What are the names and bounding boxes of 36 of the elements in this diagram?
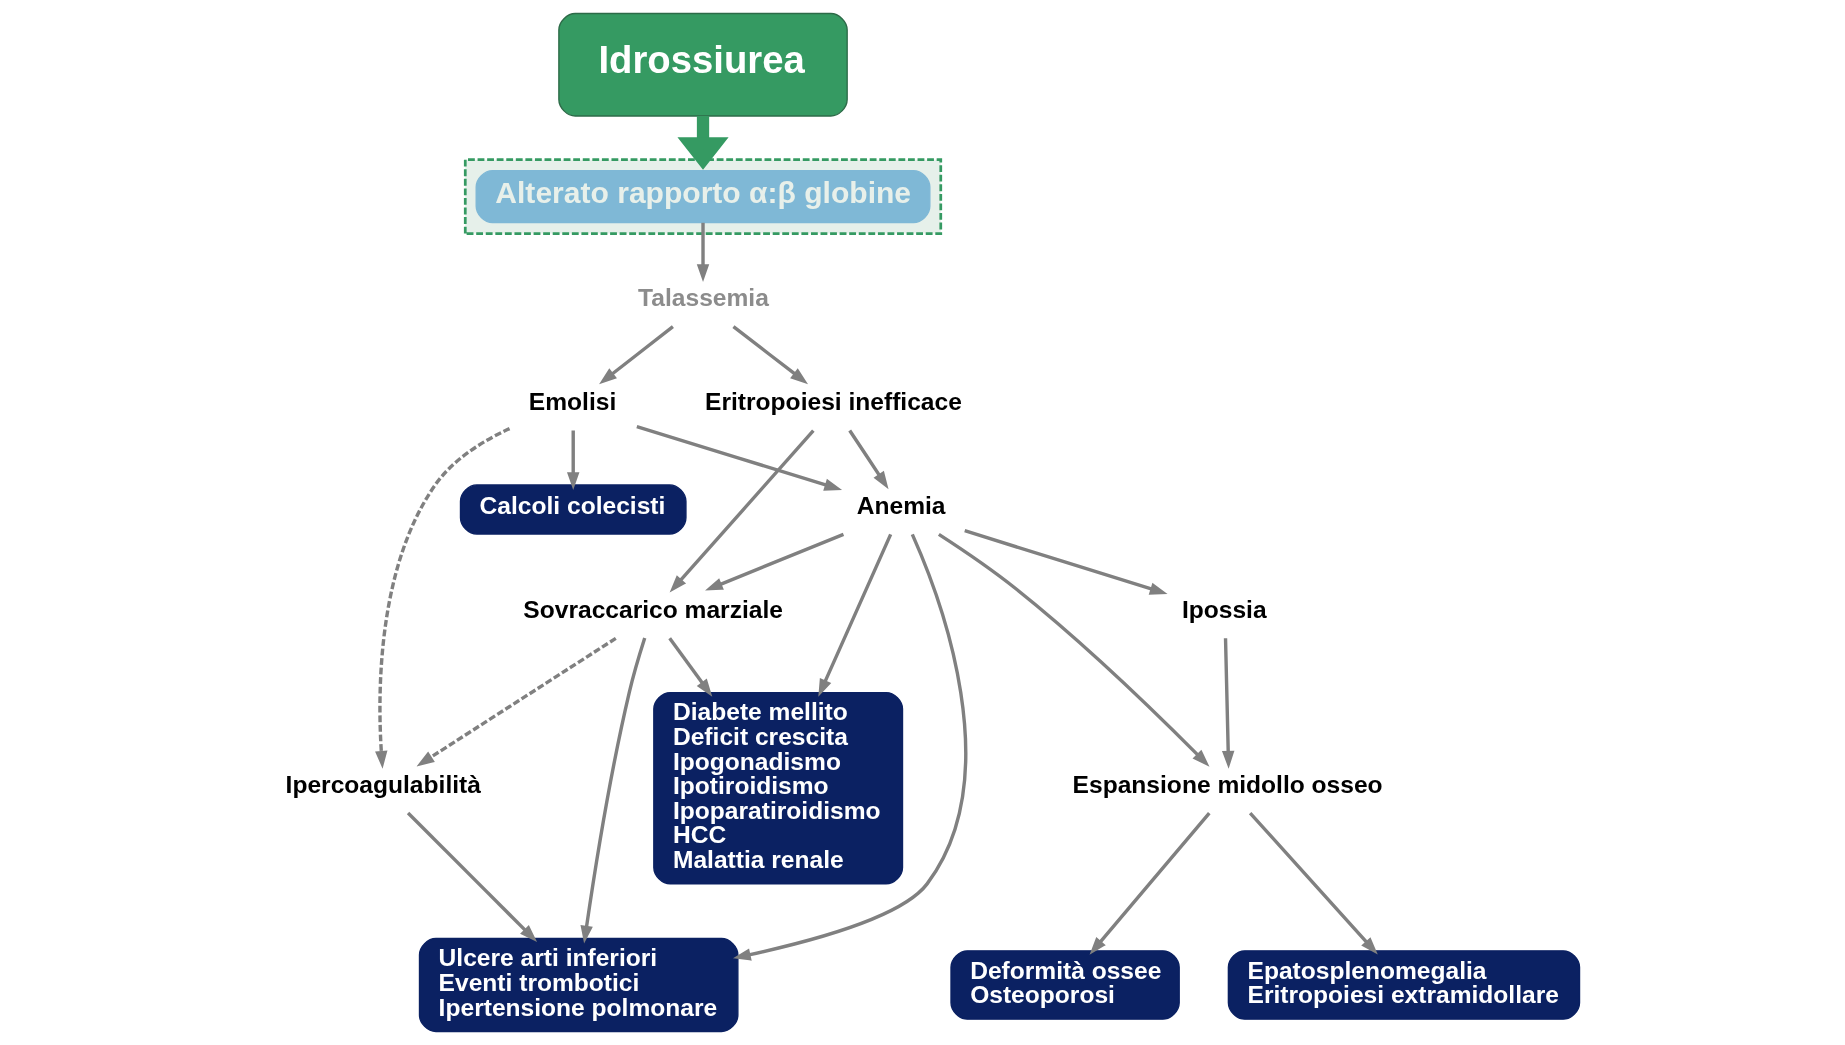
node-box: Alterato rapporto α:β globine <box>475 169 930 224</box>
arrow <box>635 425 842 491</box>
arrow <box>937 532 1209 767</box>
arrow <box>847 429 889 490</box>
arrow <box>963 529 1168 595</box>
arrow <box>731 325 808 385</box>
node-text: Espansione midollo osseo <box>1072 770 1383 798</box>
arrow <box>1089 811 1211 955</box>
node-text: Ipercoagulabilità <box>285 770 481 798</box>
cluster <box>463 158 942 235</box>
node-text: Eritropoiesi inefficace <box>704 388 962 416</box>
arrow <box>374 427 510 769</box>
arrow <box>669 429 815 593</box>
arrow <box>1248 811 1378 955</box>
arrow <box>817 533 892 697</box>
arrow <box>732 533 967 961</box>
arrow <box>704 532 844 591</box>
node-box: Ulcere arti inferiori Eventi trombotici Ipertensione polmonare <box>418 937 739 1033</box>
node-box: Calcoli colecisti <box>459 484 687 535</box>
arrow <box>696 222 709 283</box>
arrow <box>1221 638 1234 769</box>
arrow <box>598 325 674 385</box>
node-box: Diabete mellito Deficit crescita Ipogonadismo Ipotiroidismo Ipoparatiroidismo HCC Malattia renale <box>652 691 903 885</box>
node-text: Anemia <box>856 492 946 520</box>
arrow <box>406 811 537 943</box>
node-box: Epatosplenomegalia Eritropoiesi extramidollare <box>1227 950 1580 1020</box>
node-text: Sovraccarico marziale <box>522 596 783 624</box>
node-text: Ipossia <box>1181 596 1267 624</box>
node-box: Deformità ossee Osteoporosi <box>949 950 1180 1020</box>
arrow <box>667 637 712 697</box>
node-text: Emolisi <box>528 388 616 416</box>
node-text: Talassemia <box>637 284 769 312</box>
node-box: Idrossiurea <box>557 12 848 117</box>
arrow <box>566 430 579 490</box>
arrow <box>416 636 617 767</box>
arrow <box>579 637 646 944</box>
